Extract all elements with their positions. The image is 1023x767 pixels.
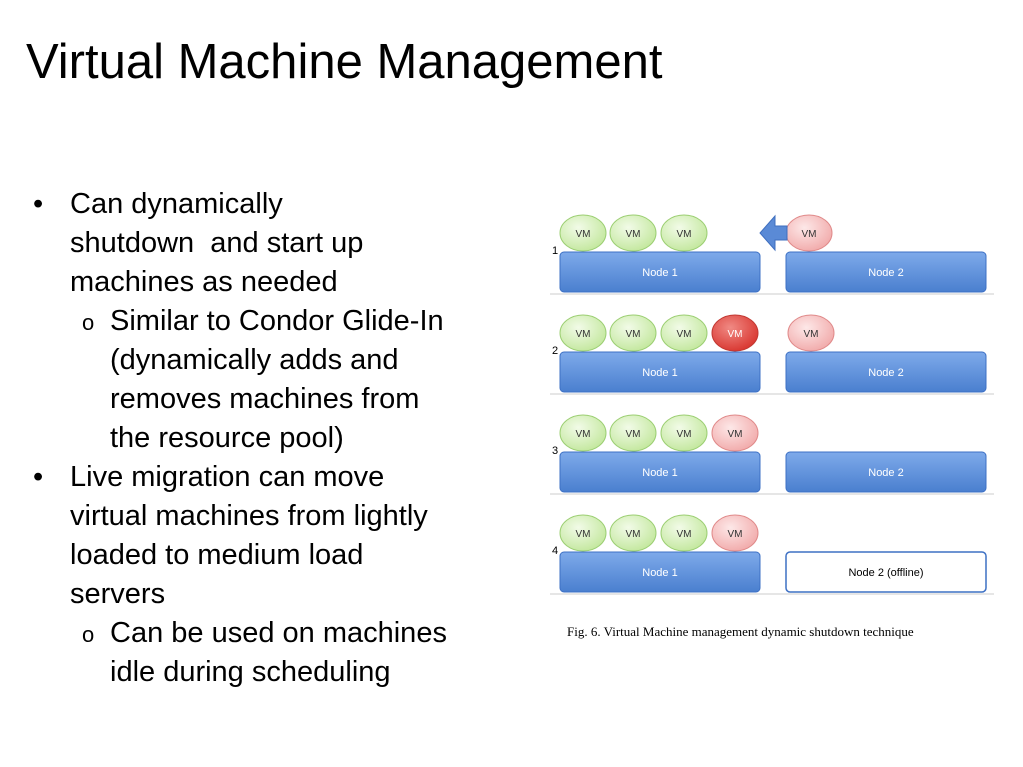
node-2-box: [785, 251, 987, 293]
node-1-box: [559, 351, 761, 393]
vm-oval: [660, 214, 708, 252]
node-2-label: Node 2: [868, 267, 903, 279]
row-number: 3: [552, 445, 558, 457]
subbullet-idle-machines: o Can be used on machines idle during sc…: [30, 614, 530, 692]
vm-label: VM: [626, 529, 641, 540]
vm-oval: [609, 414, 657, 452]
vm-label: VM: [576, 429, 591, 440]
node-1-label: Node 1: [642, 267, 677, 279]
bullet-line: machines as needed: [70, 266, 338, 298]
figure-caption: Fig. 6. Virtual Machine management dynam…: [567, 624, 914, 639]
vm-label: VM: [677, 429, 692, 440]
vm-label: VM: [728, 329, 743, 340]
subbullet-mark: o: [82, 622, 95, 647]
bullet-line: servers: [70, 578, 166, 610]
vm-oval: [609, 314, 657, 352]
vm-label: VM: [677, 329, 692, 340]
row-number: 2: [552, 345, 558, 357]
vm-label: VM: [576, 529, 591, 540]
migration-arrow-icon: [759, 214, 788, 252]
vm-label: VM: [677, 529, 692, 540]
vm-oval: [711, 314, 759, 352]
vm-oval: [660, 414, 708, 452]
vm-label: VM: [804, 329, 819, 340]
bullet-line: virtual machines from lightly: [70, 500, 428, 532]
bullet-line: Can dynamically: [70, 188, 283, 220]
node-1-label: Node 1: [642, 467, 677, 479]
vm-label: VM: [802, 229, 817, 240]
bullet-live-migration: • Live migration can move virtual machin…: [30, 458, 530, 614]
slide-title: Virtual Machine Management: [26, 35, 663, 89]
bullet-line: removes machines from: [110, 383, 420, 415]
vm-label: VM: [576, 329, 591, 340]
node-2-label: Node 2: [868, 367, 903, 379]
node-2-label: Node 2 (offline): [848, 567, 923, 579]
node-2-box-offline: [785, 551, 987, 593]
subbullet-condor-glide-in: o Similar to Condor Glide-In (dynamicall…: [30, 302, 530, 458]
node-1-label: Node 1: [642, 367, 677, 379]
bullet-line: shutdown and start up: [70, 227, 364, 259]
vm-label: VM: [576, 229, 591, 240]
vm-label: VM: [626, 329, 641, 340]
vm-oval: [559, 314, 607, 352]
vm-oval: [609, 514, 657, 552]
subbullet-mark: o: [82, 310, 95, 335]
bullet-line: Similar to Condor Glide-In: [110, 305, 444, 337]
bullet-mark: •: [33, 461, 44, 493]
node-1-box: [559, 551, 761, 593]
vm-label: VM: [626, 229, 641, 240]
vm-label: VM: [677, 229, 692, 240]
bullet-mark: •: [33, 188, 44, 220]
vm-oval: [559, 514, 607, 552]
vm-oval: [609, 214, 657, 252]
bullet-line: Can be used on machines: [110, 617, 447, 649]
vm-label: VM: [626, 429, 641, 440]
vm-oval: [711, 514, 759, 552]
node-2-label: Node 2: [868, 467, 903, 479]
vm-oval: [711, 414, 759, 452]
node-1-label: Node 1: [642, 567, 677, 579]
bullet-line: (dynamically adds and: [110, 344, 399, 376]
node-2-box: [785, 451, 987, 493]
bullet-list: • Can dynamically shutdown and start up …: [30, 185, 530, 692]
vm-oval: [660, 514, 708, 552]
node-1-box: [559, 251, 761, 293]
row-number: 4: [552, 545, 558, 557]
bullet-line: idle during scheduling: [110, 656, 391, 688]
bullet-line: loaded to medium load: [70, 539, 364, 571]
node-2-box: [785, 351, 987, 393]
bullet-line: Live migration can move: [70, 461, 385, 493]
vm-oval: [660, 314, 708, 352]
vm-label: VM: [728, 529, 743, 540]
vm-oval: [787, 314, 835, 352]
bullet-dynamic-shutdown: • Can dynamically shutdown and start up …: [30, 185, 530, 302]
vm-oval: [559, 414, 607, 452]
row-number: 1: [552, 245, 558, 257]
vm-oval: [559, 214, 607, 252]
node-1-box: [559, 451, 761, 493]
bullet-line: the resource pool): [110, 422, 344, 454]
vm-label: VM: [728, 429, 743, 440]
